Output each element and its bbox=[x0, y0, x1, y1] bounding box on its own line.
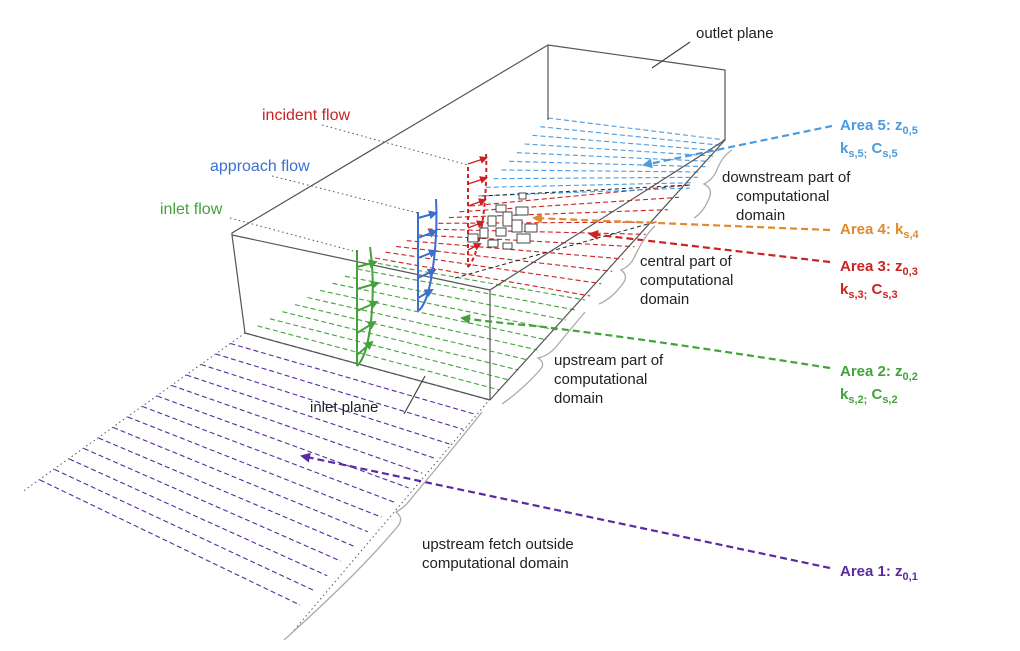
area5-arrow bbox=[642, 124, 833, 169]
svg-text:ks,2; Cs,2: ks,2; Cs,2 bbox=[840, 386, 898, 406]
area2-hatch-line bbox=[369, 261, 586, 301]
svg-text:downstream part of: downstream part of bbox=[722, 169, 851, 186]
area1-hatch-line bbox=[83, 447, 341, 562]
area2-hatch-line bbox=[357, 268, 576, 311]
domain-braces bbox=[283, 149, 733, 641]
area1-hatch-line bbox=[69, 458, 328, 577]
svg-text:upstream part of: upstream part of bbox=[554, 352, 664, 369]
area2-hatch-line bbox=[307, 296, 538, 351]
area5-hatch-line bbox=[485, 182, 694, 188]
fetch-label: upstream fetch outside computational dom… bbox=[422, 536, 574, 572]
inlet-plane-label: inlet plane bbox=[310, 399, 378, 416]
upstream-label: upstream part of computational domain bbox=[554, 352, 664, 407]
area1-hatch-line bbox=[230, 342, 477, 416]
svg-text:Area 4: ks,4: Area 4: ks,4 bbox=[840, 221, 920, 241]
area2-hatch-line bbox=[332, 282, 557, 331]
incident-flow-label: incident flow bbox=[262, 107, 350, 124]
svg-text:computational: computational bbox=[554, 371, 647, 388]
approach-flow-profile bbox=[417, 198, 438, 312]
area4-arrow bbox=[532, 213, 831, 232]
approach-flow-label: approach flow bbox=[210, 158, 310, 175]
svg-text:domain: domain bbox=[640, 291, 689, 308]
building-cluster bbox=[467, 192, 538, 250]
svg-text:Area 5: z0,5: Area 5: z0,5 bbox=[840, 117, 918, 137]
central-label: central part of computational domain bbox=[640, 253, 733, 308]
area2-label: Area 2: z0,2 ks,2; Cs,2 bbox=[840, 363, 918, 406]
area3-label: Area 3: z0,3 ks,3; Cs,3 bbox=[840, 258, 918, 301]
area2-arrow bbox=[460, 314, 831, 370]
area1-hatch-line bbox=[54, 469, 314, 591]
area1-hatch-line bbox=[156, 395, 409, 489]
area3-hatch-line bbox=[448, 209, 668, 219]
area2-hatch-line bbox=[319, 289, 548, 341]
area1-hatch-line bbox=[186, 374, 436, 460]
svg-text:ks,5; Cs,5: ks,5; Cs,5 bbox=[840, 140, 898, 160]
upstream-fetch-outline bbox=[21, 332, 491, 636]
svg-text:Area 1: z0,1: Area 1: z0,1 bbox=[840, 563, 918, 583]
area1-hatch-line bbox=[200, 363, 450, 445]
area5-hatch-line bbox=[509, 160, 706, 168]
area1-hatch-line bbox=[127, 416, 382, 518]
svg-text:domain: domain bbox=[736, 207, 785, 224]
area3-hatch-line bbox=[374, 257, 591, 297]
svg-text:computational domain: computational domain bbox=[422, 555, 569, 572]
fetch-brace bbox=[283, 411, 483, 641]
area5-hatch-line bbox=[493, 176, 698, 180]
downstream-brace bbox=[693, 149, 733, 219]
area1-hatch-line bbox=[142, 405, 396, 504]
area5-hatch-line bbox=[516, 152, 710, 162]
area2-hatch-line bbox=[344, 275, 567, 321]
svg-text:Area 2: z0,2: Area 2: z0,2 bbox=[840, 363, 918, 383]
area1-hatch-line bbox=[98, 437, 355, 547]
outlet-plane-leader bbox=[651, 41, 691, 69]
area3-hatch-line bbox=[459, 196, 679, 213]
svg-text:domain: domain bbox=[554, 390, 603, 407]
outlet-plane-label: outlet plane bbox=[696, 25, 774, 42]
area3-arrow bbox=[588, 229, 831, 264]
area5-hatch-line bbox=[540, 126, 722, 146]
area1-hatching bbox=[39, 332, 491, 606]
svg-text:ks,3; Cs,3: ks,3; Cs,3 bbox=[840, 281, 898, 301]
area5-hatching bbox=[477, 117, 726, 197]
inlet-flow-profile bbox=[356, 246, 380, 367]
svg-text:central part of: central part of bbox=[640, 253, 733, 270]
area2-hatch-line bbox=[282, 311, 519, 371]
area2-hatch-line bbox=[294, 304, 529, 361]
incident-flow-profile bbox=[467, 151, 488, 268]
area5-hatch-line bbox=[501, 169, 702, 173]
svg-text:computational: computational bbox=[736, 188, 829, 205]
flow-leader-lines bbox=[229, 124, 469, 253]
area1-hatch-line bbox=[215, 353, 464, 430]
downstream-label: downstream part of computational domain bbox=[722, 169, 851, 224]
area4-label: Area 4: ks,4 bbox=[840, 221, 920, 241]
area1-arrow bbox=[300, 452, 831, 570]
svg-text:upstream fetch outside: upstream fetch outside bbox=[422, 536, 574, 553]
area1-label: Area 1: z0,1 bbox=[840, 563, 918, 583]
area2-hatch-line bbox=[269, 318, 510, 381]
area3-hatch-line bbox=[438, 221, 657, 224]
area5-label: Area 5: z0,5 ks,5; Cs,5 bbox=[840, 117, 918, 160]
area5-hatch-line bbox=[547, 117, 726, 141]
upstream-brace bbox=[501, 311, 586, 405]
area1-hatch-line bbox=[113, 426, 369, 533]
inlet-flow-label: inlet flow bbox=[160, 201, 223, 218]
area1-hatch-line bbox=[171, 384, 423, 474]
central-brace bbox=[598, 225, 656, 305]
area2-hatch-line bbox=[257, 325, 500, 391]
area5-hatch-line bbox=[532, 134, 718, 152]
svg-text:computational: computational bbox=[640, 272, 733, 289]
area1-hatch-line bbox=[39, 479, 301, 606]
svg-text:Area 3: z0,3: Area 3: z0,3 bbox=[840, 258, 918, 278]
area3-hatch-line bbox=[406, 240, 624, 260]
domain-box bbox=[231, 44, 726, 401]
area3-hatch-line bbox=[469, 184, 691, 207]
area2-hatching bbox=[244, 261, 586, 401]
inlet-plane-leader bbox=[403, 375, 426, 415]
